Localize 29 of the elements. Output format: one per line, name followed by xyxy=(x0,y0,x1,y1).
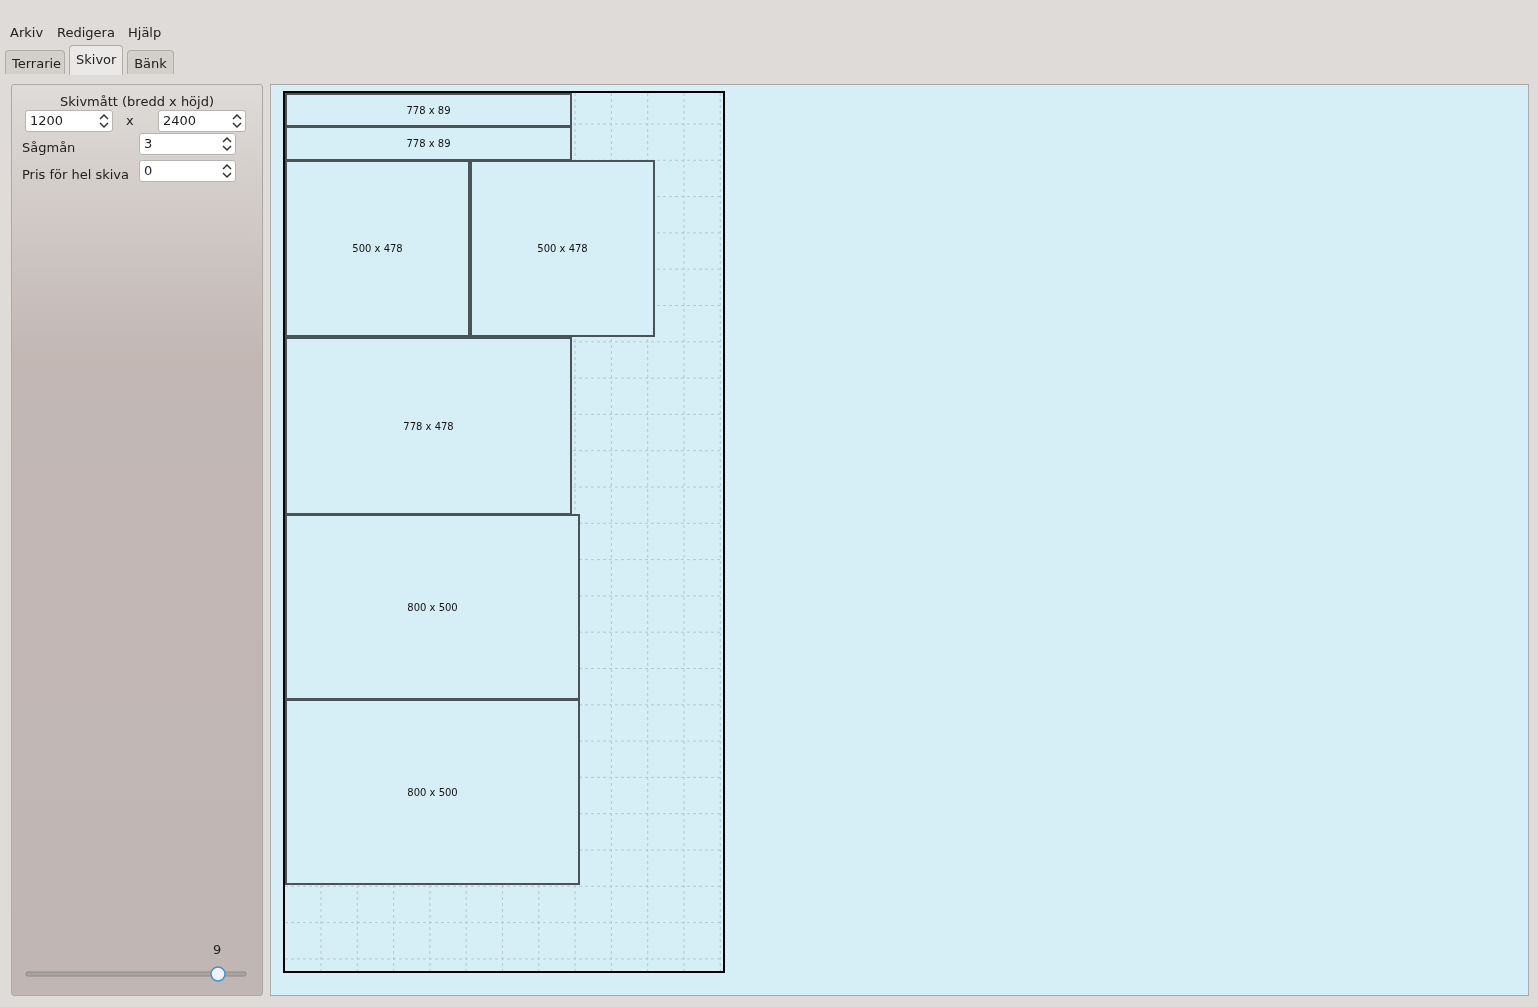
number-field: 1200 xyxy=(25,110,113,132)
dimension-label: 500 x 478 xyxy=(537,243,588,254)
number-field: 2400 xyxy=(158,110,246,132)
tab: Terrarie xyxy=(5,50,65,74)
dimension-label: 800 x 500 xyxy=(407,601,458,613)
cut-piece xyxy=(470,160,655,337)
tab: Bänk xyxy=(127,50,174,74)
cut-piece xyxy=(285,93,572,127)
cut-piece xyxy=(285,699,580,885)
form-label: x xyxy=(126,113,134,128)
number-field: 0 xyxy=(139,160,236,182)
menu-item: Arkiv xyxy=(10,25,44,40)
form-label: Sågmån xyxy=(22,140,76,155)
number-field: 3 xyxy=(139,133,236,155)
form-label: Skivmått (bredd x höjd) xyxy=(60,94,214,109)
menu-item: Hjälp xyxy=(128,25,162,40)
dimension-label: 778 x 89 xyxy=(406,104,451,116)
dimension-label: 778 x 478 xyxy=(403,420,454,432)
cut-piece xyxy=(285,126,572,161)
tab: Skivor xyxy=(69,45,123,75)
form-label: Pris för hel skiva xyxy=(22,167,130,182)
dimension-label: 500 x 478 xyxy=(352,243,403,254)
dimension-label: 778 x 89 xyxy=(406,138,451,149)
slider-value: 9 xyxy=(213,942,222,957)
menu-item: Redigera xyxy=(57,25,115,40)
cut-piece xyxy=(285,337,572,515)
dimension-label: 800 x 500 xyxy=(407,786,458,798)
cut-piece xyxy=(285,514,580,700)
cut-piece xyxy=(285,160,470,337)
